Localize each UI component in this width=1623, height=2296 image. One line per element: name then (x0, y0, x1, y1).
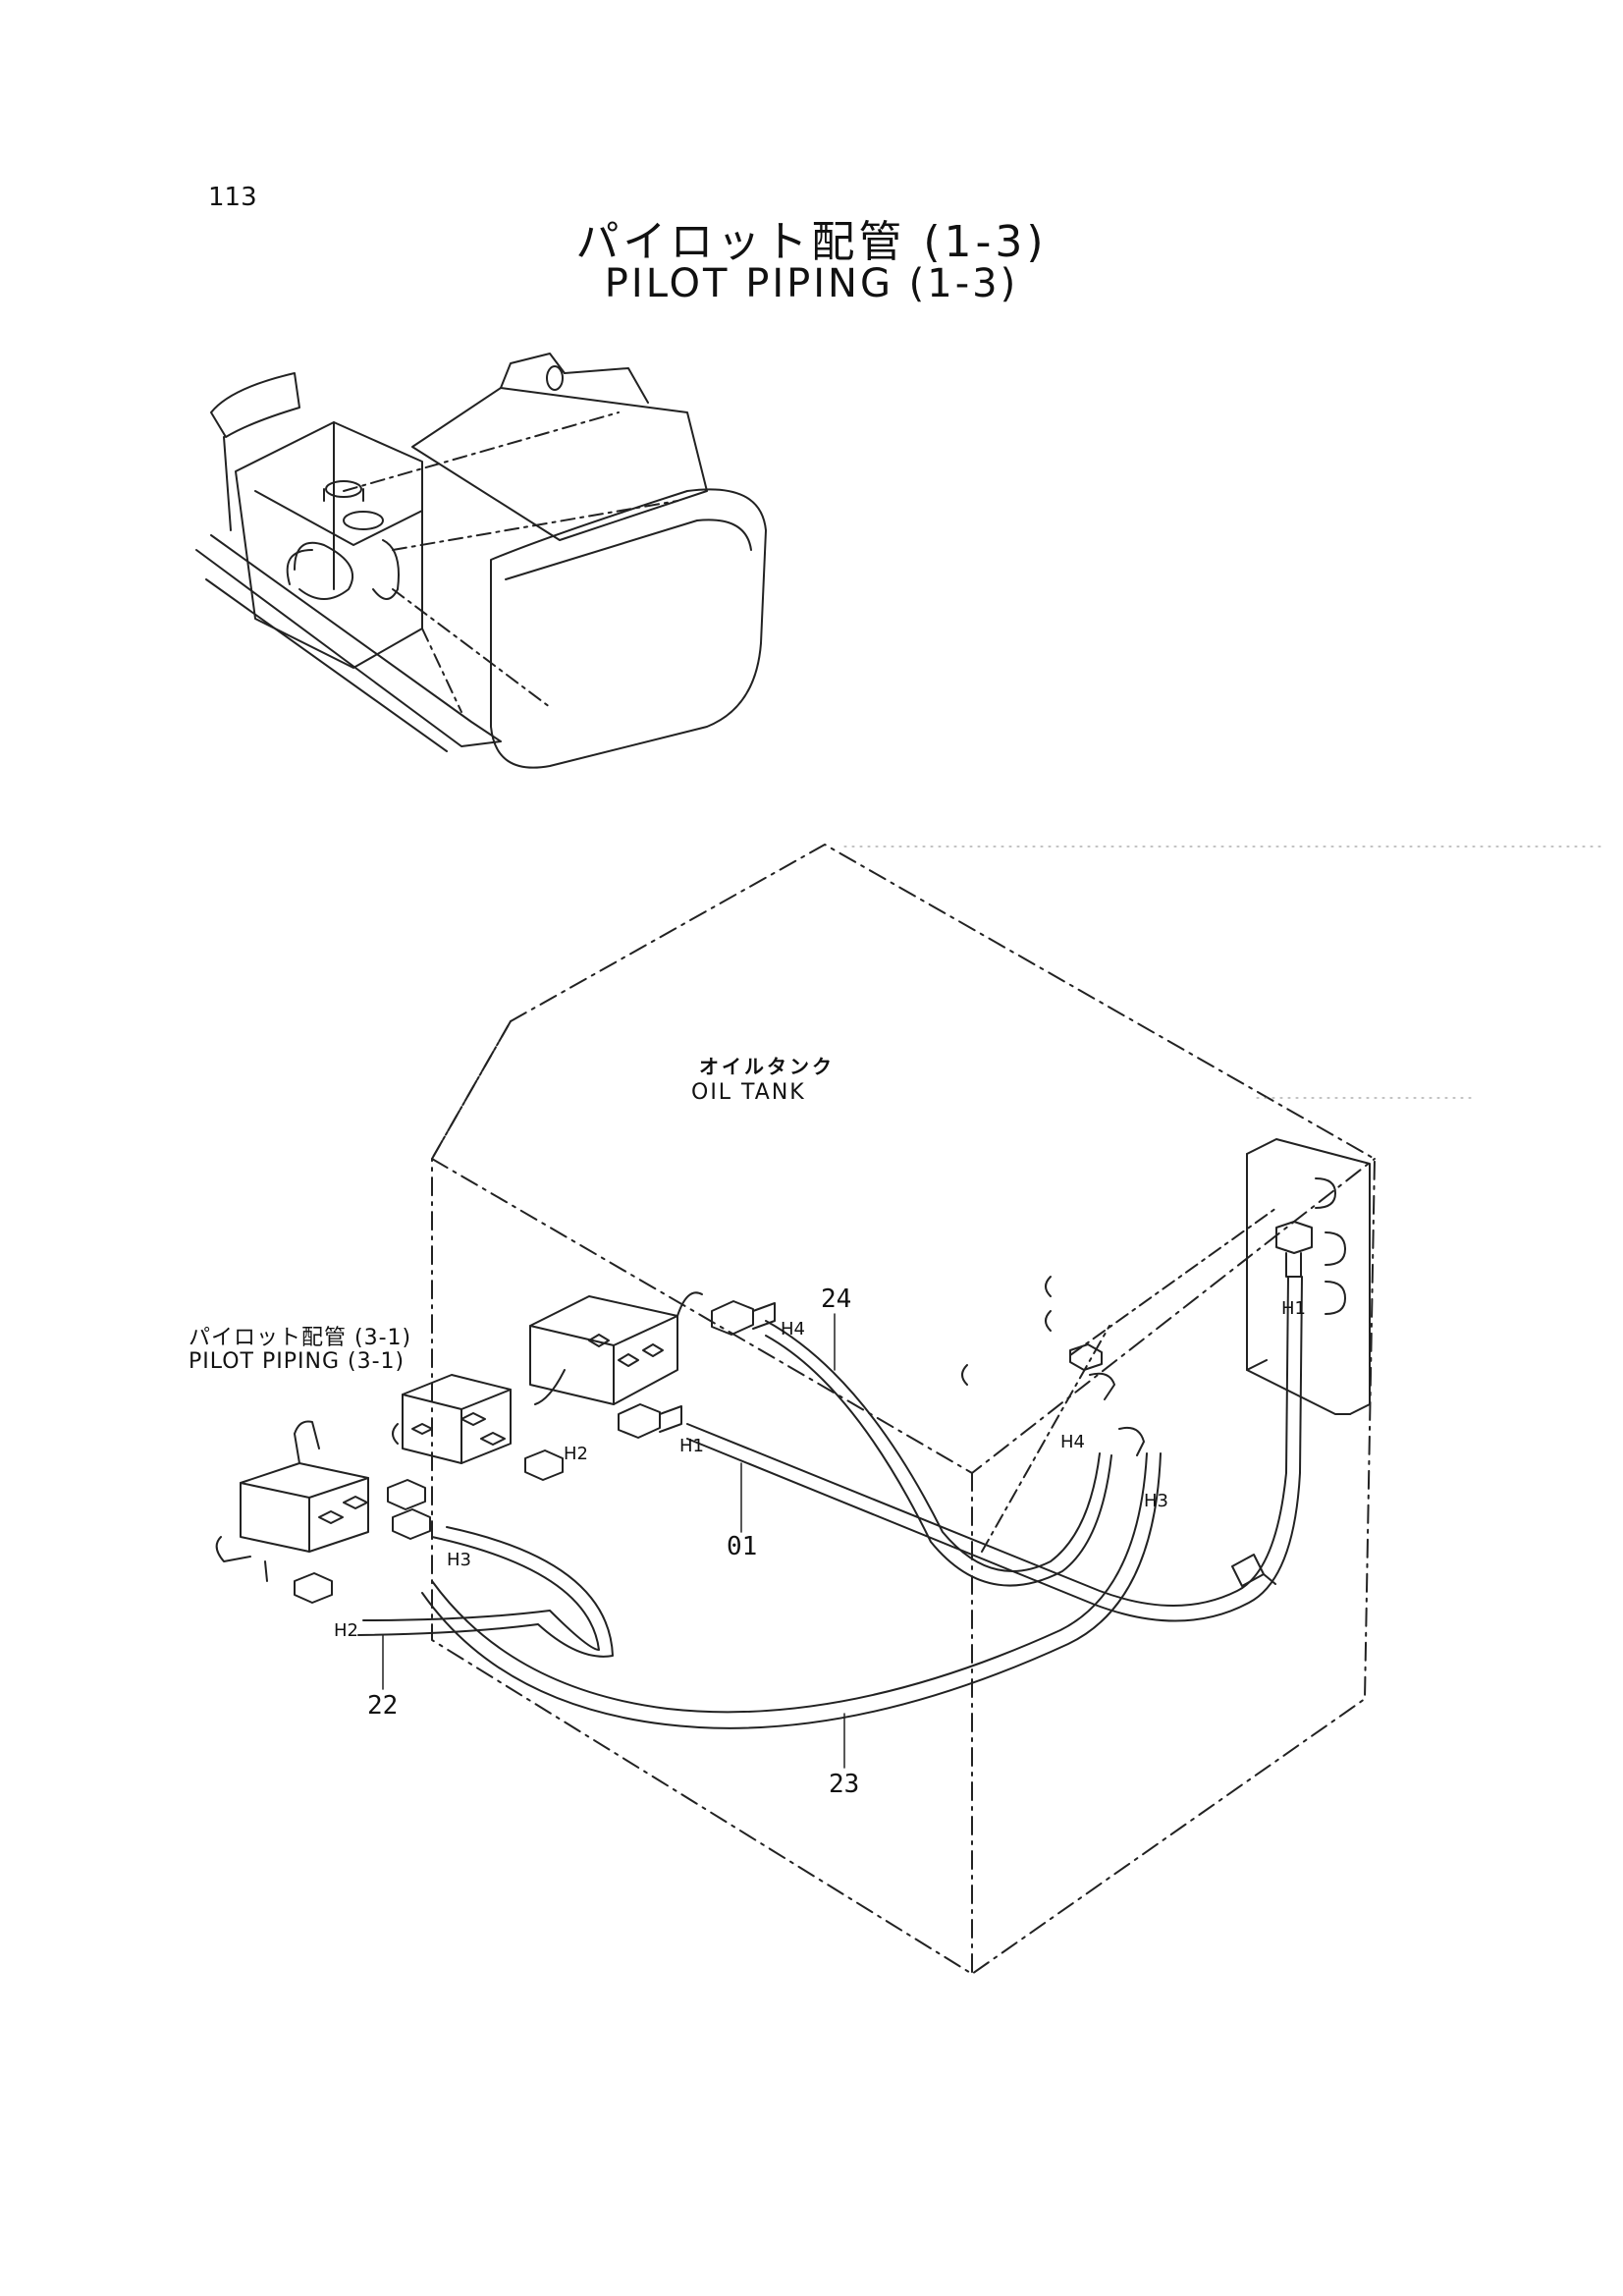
hose-clamp (1231, 1554, 1276, 1587)
hose-end-label-h2: H2 (564, 1444, 588, 1464)
machine-overview-inset (195, 353, 767, 769)
hose-23 (421, 1452, 1162, 1729)
part-number-01: 01 (727, 1532, 758, 1561)
page-title-japanese: パイロット配管 (1-3) (575, 217, 1048, 267)
oil-tank-outline (431, 844, 1376, 1975)
right-bracket (1246, 1138, 1371, 1415)
hose-24 (765, 1320, 1112, 1587)
upper-valve-block (529, 1291, 703, 1405)
bracket-reference-line (981, 1207, 1277, 1553)
hose-end-label-h1-bracket: H1 (1281, 1298, 1306, 1319)
leader-lines (382, 1313, 845, 1769)
cross-reference-japanese: パイロット配管 (3-1) (189, 1326, 412, 1350)
cross-reference-english: PILOT PIPING (3-1) (189, 1349, 406, 1374)
hose-fittings (294, 1276, 1145, 1604)
page-number: 113 (208, 183, 257, 212)
page-title-english: PILOT PIPING (1-3) (604, 261, 1019, 306)
oil-tank-label-japanese: オイルタンク (699, 1055, 835, 1078)
hose-end-label-h1: H1 (679, 1436, 704, 1456)
oil-tank-label-english: OIL TANK (691, 1080, 806, 1105)
hose-end-label-h4-right: H4 (1060, 1432, 1085, 1452)
tank-guide-dots (843, 846, 1601, 1099)
part-number-23: 23 (829, 1770, 860, 1799)
lower-valve-block (215, 1420, 369, 1582)
hose-01 (686, 1276, 1303, 1622)
hose-end-label-h4: H4 (781, 1319, 805, 1339)
part-number-24: 24 (821, 1285, 852, 1314)
part-number-22: 22 (367, 1691, 399, 1721)
hose-end-label-h3: H3 (447, 1550, 471, 1570)
middle-valve-block (392, 1374, 512, 1464)
hose-end-label-h2-lower: H2 (334, 1620, 358, 1641)
hose-end-label-h3-right: H3 (1144, 1491, 1168, 1511)
hose-22 (357, 1526, 614, 1658)
